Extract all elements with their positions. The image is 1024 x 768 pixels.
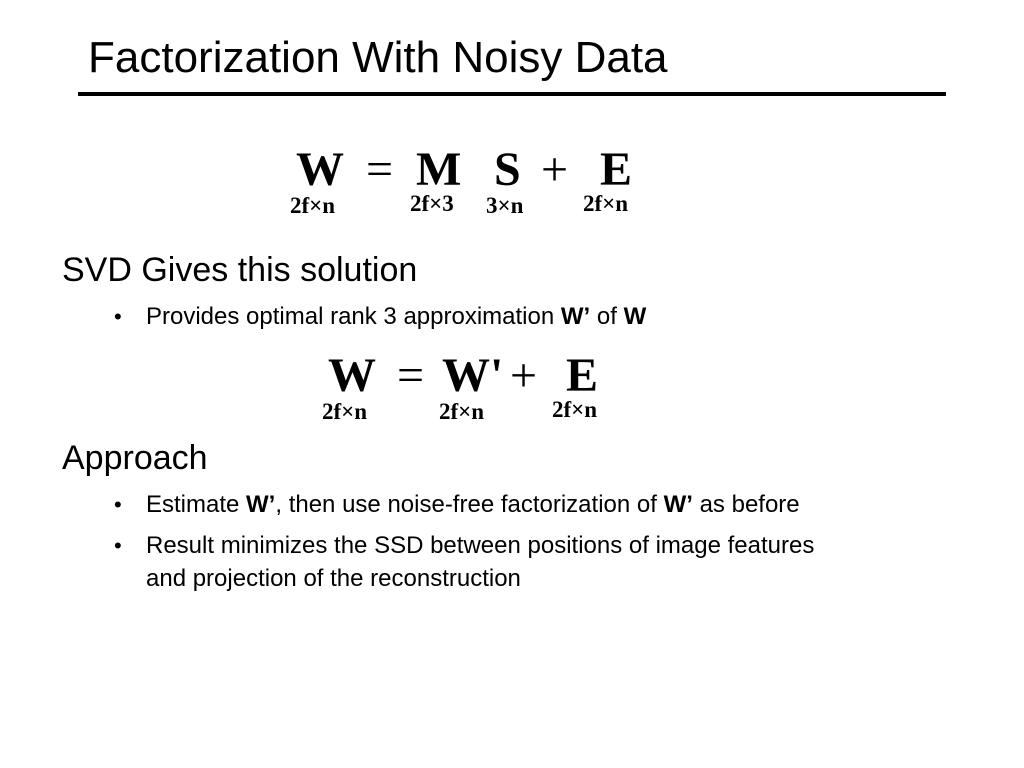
title-underline — [78, 92, 946, 96]
bullet-estimate: Estimate W’, then use noise-free factori… — [146, 489, 800, 521]
heading-approach: Approach — [62, 439, 208, 477]
bullet-text-part: Provides optimal rank 3 approximation — [146, 303, 561, 330]
bullet-marker: • — [114, 492, 122, 517]
bullet-marker: • — [114, 533, 122, 558]
eq1-sub-e: 2f×n — [583, 191, 629, 216]
eq2-plus: + — [510, 349, 538, 402]
eq2-e: E — [566, 349, 599, 402]
eq1-e: E — [600, 143, 633, 196]
bullet-text-part: , then use noise-free factorization of — [275, 491, 664, 518]
eq1-w: W — [296, 143, 344, 196]
bullet-bold-wprime: W’ — [246, 491, 276, 518]
eq1-sub-m: 2f×3 — [410, 191, 454, 216]
heading-svd: SVD Gives this solution — [62, 251, 418, 289]
eq1-equals: = — [366, 143, 394, 196]
bullet-text-part: of — [590, 303, 624, 330]
eq2-w: W — [328, 349, 376, 402]
eq1-sub-s: 3×n — [486, 193, 524, 218]
bullet-text-part: as before — [692, 491, 800, 518]
bullet-bold-wprime: W’ — [560, 303, 591, 330]
bullet-result-line-2: and projection of the reconstruction — [146, 565, 521, 592]
eq2-sub-wprime: 2f×n — [439, 399, 485, 424]
eq2-sub-e: 2f×n — [552, 397, 598, 422]
eq1-s: S — [494, 143, 521, 196]
eq2-equals: = — [397, 349, 425, 402]
slide-title: Factorization With Noisy Data — [88, 33, 668, 82]
eq1-sub-w: 2f×n — [290, 193, 336, 218]
eq1-plus: + — [541, 143, 569, 196]
bullet-text-part: Estimate — [146, 491, 247, 518]
bullet-bold-w: W — [623, 303, 647, 330]
bullet-marker: • — [114, 304, 122, 329]
bullet-optimal-rank: Provides optimal rank 3 approximation W’… — [146, 301, 646, 333]
bullet-bold-wprime: W’ — [663, 491, 693, 518]
eq2-wprime: W' — [442, 349, 504, 402]
eq2-sub-w: 2f×n — [322, 399, 368, 424]
bullet-result-line-1: Result minimizes the SSD between positio… — [146, 532, 815, 559]
eq1-m: M — [416, 143, 462, 196]
